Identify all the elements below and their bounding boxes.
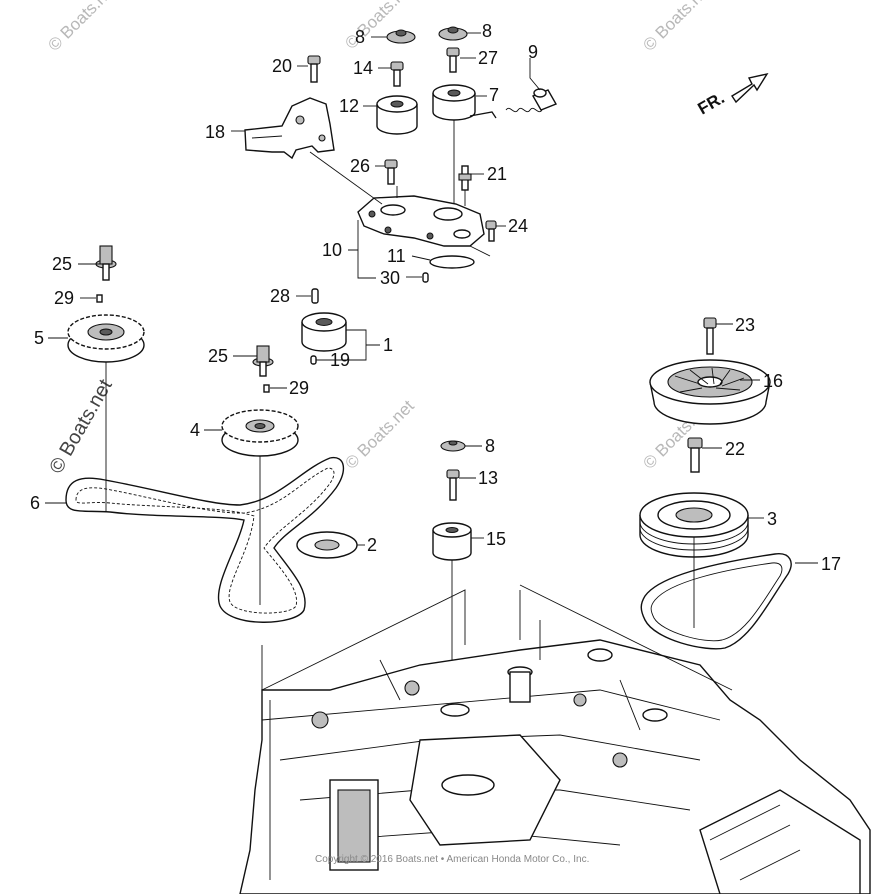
part-16-fan-pulley [649,359,771,425]
part-29-key-lower [263,384,270,393]
part-4-crank-pulley [221,409,299,457]
center-idler [432,440,472,700]
part-8-cap-middle [440,440,466,452]
callout-22: 22 [725,439,745,459]
callout-26: 26 [350,156,370,176]
callout-23: 23 [735,315,755,335]
callout-18: 18 [205,122,225,142]
part-19-pin [310,355,317,365]
watermark-2: © Boats.net [341,0,418,53]
part-8-cap-top-right [438,26,468,41]
callout-25-upper: 25 [52,254,72,274]
watermark-4: © Boats.net [341,396,418,473]
part-29-key-upper [96,294,103,303]
part-24-bolt [485,220,497,242]
callout-13: 13 [478,468,498,488]
engine-block [239,620,871,894]
timing-belt-assembly [65,245,358,623]
callout-30: 30 [380,268,400,288]
part-20-bolt [307,55,321,83]
callout-29-upper: 29 [54,288,74,308]
leader-lines [261,584,733,691]
callout-19: 19 [330,350,350,370]
direction-arrow-icon [731,72,769,104]
part-17-v-belt [640,553,792,650]
callout-28: 28 [270,286,290,306]
watermark-3: © Boats.net [639,0,716,55]
part-10-base-plate [357,195,485,247]
callout-20: 20 [272,56,292,76]
part-21-stud [458,165,472,191]
part-12-idler-pulley [376,95,418,135]
part-8-cap-top-left [386,29,416,44]
callout-11: 11 [387,246,406,266]
part-7-tensioner-pulley [432,84,497,121]
watermark-1: © Boats.net [44,0,121,55]
part-11-o-ring [429,255,475,269]
part-14-bolt [390,61,404,87]
drive-pulley-assembly [639,317,792,650]
callout-7: 7 [489,85,499,105]
callout-12: 12 [339,96,359,116]
tensioner-assembly [244,26,558,283]
callouts: 8 8 27 20 14 12 7 9 18 26 21 24 10 11 30… [30,21,841,574]
callout-10: 10 [322,240,342,260]
callout-2: 2 [367,535,377,555]
watermarks: © Boats.net © Boats.net © Boats.net © Bo… [44,0,716,478]
part-2-belt-guide [296,531,358,559]
callout-24: 24 [508,216,528,236]
callout-17: 17 [821,554,841,574]
callout-9: 9 [528,42,538,62]
part-1-gear [301,312,347,352]
callout-1: 1 [383,335,393,355]
callout-14: 14 [353,58,373,78]
callout-4: 4 [190,420,200,440]
copyright-notice: Copyright © 2016 Boats.net • American Ho… [315,854,589,865]
callout-25-lower: 25 [208,346,228,366]
part-9-spring [505,88,558,113]
part-22-bolt [687,437,703,473]
part-5-cam-pulley [67,314,145,363]
callout-16: 16 [763,371,783,391]
callout-3: 3 [767,509,777,529]
callout-8-top-right: 8 [482,21,492,41]
callout-29-lower: 29 [289,378,309,398]
callout-6: 6 [30,493,40,513]
part-15-idler [432,522,472,561]
part-25-bolt-upper [95,245,117,281]
callout-15: 15 [486,529,506,549]
direction-label: FR. [695,88,728,118]
part-13-bolt [446,469,460,501]
part-25-bolt-lower [252,345,274,377]
callout-21: 21 [487,164,507,184]
front-direction-indicator: FR. [695,72,769,118]
part-6-timing-belt [65,456,345,623]
part-23-bolt [703,317,717,355]
callout-27: 27 [478,48,498,68]
part-27-bolt [446,47,460,73]
callout-8-middle: 8 [485,436,495,456]
part-28-pin [311,288,319,304]
callout-8-top-left: 8 [355,27,365,47]
callout-5: 5 [34,328,44,348]
part-18-bracket [244,97,335,160]
part-26-bolt [384,159,398,185]
part-30-pin [422,272,429,283]
